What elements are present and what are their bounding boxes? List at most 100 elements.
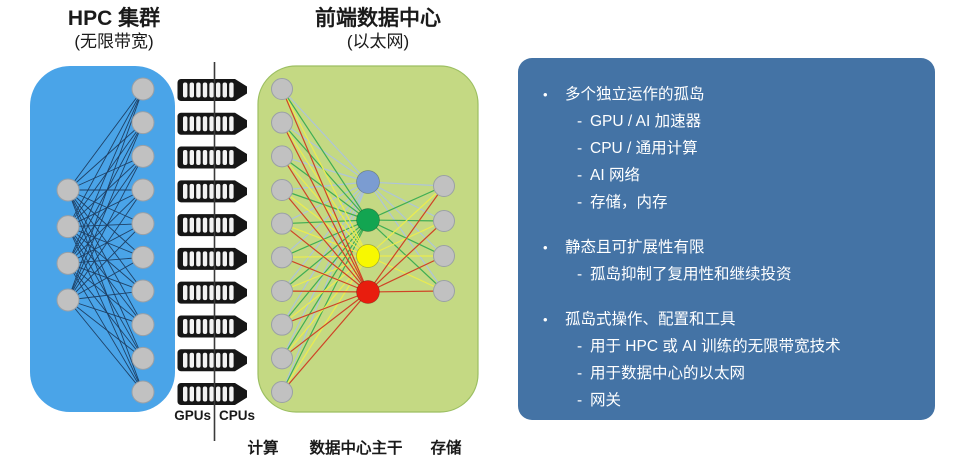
server-icon <box>177 112 247 135</box>
server-slot <box>229 116 234 132</box>
summary-panel: •多个独立运作的孤岛-GPU / AI 加速器-CPU / 通用计算-AI 网络… <box>518 58 935 420</box>
hpc-right-node <box>131 178 155 202</box>
dc-left-node <box>271 280 293 302</box>
server-slot <box>183 150 188 166</box>
dc-right-edge <box>367 185 445 257</box>
dc-left-edge <box>281 255 369 393</box>
dc-left-node <box>271 246 293 269</box>
compute-label: 计算 <box>247 440 279 457</box>
server-slot <box>183 352 188 368</box>
dc-left-edge <box>281 219 369 359</box>
sub-bullet-item: -孤岛抑制了复用性和继续投资 <box>518 261 935 288</box>
dc-left-edge <box>281 219 369 292</box>
server-slot <box>183 251 188 267</box>
dc-left-edge <box>281 181 369 292</box>
hpc-mesh-edge <box>67 262 144 326</box>
dc-left-edge <box>281 181 369 359</box>
dc-left-edge <box>281 88 369 293</box>
bullet-item: •静态且可扩展性有限 <box>518 234 935 261</box>
dc-left-edge <box>281 255 369 258</box>
hpc-mesh-edge <box>67 263 144 393</box>
dc-right-edge <box>367 181 445 257</box>
hpc-mesh-edge <box>67 189 144 359</box>
dc-right-node <box>433 245 455 267</box>
server-slot <box>209 251 214 267</box>
server-slot <box>189 386 194 402</box>
hpc-right-node <box>131 380 155 404</box>
server-icon <box>177 146 247 169</box>
dc-left-edge <box>281 219 369 225</box>
dc-left-edge <box>281 88 369 221</box>
dc-left-node <box>271 381 293 403</box>
dc-left-edge <box>281 291 369 393</box>
server-slot <box>229 183 234 199</box>
bullet-icon: • <box>543 312 548 327</box>
server-slot <box>222 150 227 166</box>
server-slot <box>183 285 188 301</box>
server-slot <box>222 116 227 132</box>
server-slot <box>202 150 208 166</box>
server-slot <box>216 183 221 199</box>
server-slot <box>189 251 194 267</box>
hpc-mesh-edge <box>67 122 144 191</box>
server-slot <box>216 318 221 334</box>
dc-left-edge <box>281 181 369 258</box>
server-slot <box>222 82 227 98</box>
dc-left-edge <box>281 219 369 326</box>
dc-left-edge <box>281 122 369 293</box>
hpc-subtitle: (无限带宽) <box>74 32 154 51</box>
server-slot <box>209 150 214 166</box>
hpc-right-node <box>131 245 155 269</box>
sub-bullet-item: -存储，内存 <box>518 189 935 216</box>
server-icon <box>177 79 247 101</box>
dc-right-edge <box>367 181 445 187</box>
dc-left-edge <box>281 189 369 257</box>
server-slot <box>202 183 208 199</box>
server-slot <box>229 251 234 267</box>
server-slot <box>216 285 221 301</box>
dc-right-node <box>433 280 455 302</box>
bullet-icon: • <box>543 87 548 102</box>
dc-left-node <box>271 313 293 336</box>
dc-left-edge <box>281 223 369 293</box>
sub-bullet-item: -用于 HPC 或 AI 训练的无限带宽技术 <box>518 333 935 360</box>
server-slot <box>216 352 221 368</box>
server-slot <box>216 150 221 166</box>
network-diagram <box>30 62 479 441</box>
server-slot <box>209 82 214 98</box>
server-slot <box>229 318 234 334</box>
hpc-mesh-edge <box>67 156 144 301</box>
server-icon <box>177 383 247 405</box>
bullet-group: •孤岛式操作、配置和工具-用于 HPC 或 AI 训练的无限带宽技术-用于数据中… <box>518 306 935 414</box>
hpc-right-node <box>131 313 155 337</box>
hpc-mesh-edge <box>67 155 144 191</box>
server-slot <box>216 82 221 98</box>
server-slot <box>216 116 221 132</box>
server-slot <box>196 251 201 267</box>
hpc-mesh-edge <box>67 189 144 301</box>
dc-left-edge <box>281 219 369 393</box>
datacenter-title-block: 前端数据中心 (以太网) <box>296 7 460 52</box>
backbone-spine-node <box>356 244 380 268</box>
server-slot <box>222 352 227 368</box>
server-slot <box>196 352 201 368</box>
hpc-title-block: HPC 集群 (无限带宽) <box>34 7 194 52</box>
sub-bullet-text: 存储，内存 <box>590 194 668 211</box>
dc-left-edge <box>281 155 369 221</box>
server-slot <box>189 183 194 199</box>
hpc-mesh-edge <box>67 299 144 326</box>
hpc-right-node <box>131 212 155 236</box>
hpc-title: HPC 集群 <box>67 7 161 30</box>
sub-bullet-item: -用于数据中心的以太网 <box>518 360 935 387</box>
dc-right-edge <box>367 185 445 221</box>
sub-bullet-text: GPU / AI 加速器 <box>590 113 702 130</box>
sub-bullet-text: CPU / 通用计算 <box>590 140 698 157</box>
sub-bullet-item: -CPU / 通用计算 <box>518 135 935 162</box>
bullet-list: •多个独立运作的孤岛-GPU / AI 加速器-CPU / 通用计算-AI 网络… <box>518 81 935 414</box>
dc-left-node <box>271 212 293 235</box>
datacenter-title: 前端数据中心 <box>315 7 441 30</box>
dash-icon: - <box>577 392 583 409</box>
dc-left-edge <box>281 189 369 293</box>
hpc-mesh-edge <box>67 226 144 258</box>
